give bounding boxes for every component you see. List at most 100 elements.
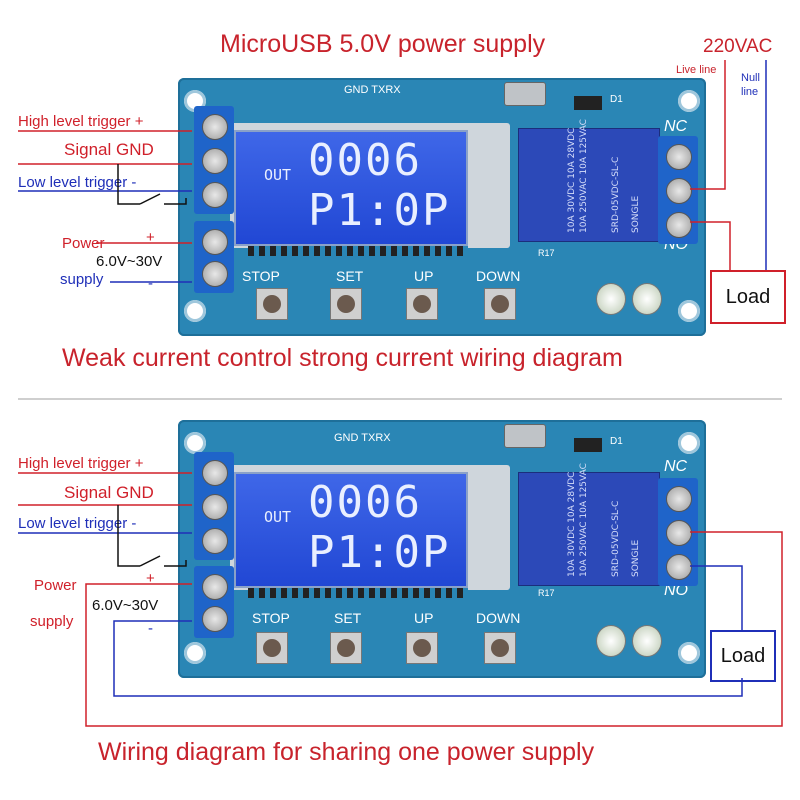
signal-gnd-label: Signal GND (64, 140, 154, 159)
lcd-display: OUT 0006 P1:0P (234, 130, 468, 246)
r17-label: R17 (538, 588, 555, 598)
module-board-bottom: GND TXRX D1 NC NO R17 OUT 0006 P1:0P SRD… (178, 420, 706, 678)
screw-signal-gnd (202, 494, 228, 520)
set-button (330, 288, 362, 320)
supply-label: supply (60, 271, 104, 288)
power-terminal-block (194, 566, 234, 638)
screw-power-minus (202, 606, 228, 632)
relay: SRD-05VDC-SL-C 10A 250VAC 10A 125VAC 10A… (518, 463, 660, 586)
capacitor (632, 625, 662, 657)
capacitor (596, 283, 626, 315)
low-trigger-label: Low level trigger - (18, 174, 137, 191)
signal-gnd-label: Signal GND (64, 483, 154, 502)
live-line-label: Live line (676, 64, 717, 76)
minus-label: - (148, 620, 153, 637)
r17-label: R17 (538, 248, 555, 258)
screw-no (666, 554, 692, 580)
capacitor (632, 283, 662, 315)
lcd-out-indicator: OUT (264, 166, 292, 184)
up-button (406, 288, 438, 320)
power-label: Power (34, 577, 77, 594)
mount-hole (678, 432, 700, 454)
signal-terminal-block (194, 452, 234, 560)
minus-label: - (148, 275, 153, 292)
plus-label: + (146, 570, 155, 587)
capacitor (596, 625, 626, 657)
lcd-pins (248, 246, 468, 256)
up-label: UP (414, 268, 434, 284)
d1-label: D1 (610, 94, 623, 105)
relay: SRD-05VDC-SL-C 10A 250VAC 10A 125VAC 10A… (518, 119, 660, 242)
set-label: SET (334, 610, 362, 626)
screw-no (666, 212, 692, 238)
screw-power-plus (202, 229, 228, 255)
stop-button (256, 288, 288, 320)
power-label: Power (62, 235, 105, 252)
bottom-wiring (18, 472, 783, 727)
power-terminal-block (194, 221, 234, 293)
module-board-top: GND TXRX D1 NC NO R17 OUT 0006 P1:0P SRD… (178, 78, 706, 336)
microusb-port (504, 82, 546, 106)
down-button (484, 632, 516, 664)
top-wiring (18, 60, 767, 283)
d1-label: D1 (610, 436, 623, 447)
nc-label: NC (664, 118, 688, 135)
lcd-mode: P1:0P (308, 527, 451, 578)
lcd-display: OUT 0006 P1:0P (234, 472, 468, 588)
down-label: DOWN (476, 268, 521, 284)
voltage-label: 6.0V~30V (96, 253, 163, 270)
low-trigger-label: Low level trigger - (18, 515, 137, 532)
mount-hole (184, 642, 206, 664)
relay-terminal-block (658, 136, 698, 244)
no-label: NO (664, 582, 688, 599)
up-label: UP (414, 610, 434, 626)
null-line-label-1: Null (741, 72, 760, 84)
nc-label: NC (664, 458, 688, 475)
mount-hole (184, 300, 206, 322)
screw-nc (666, 144, 692, 170)
stop-label: STOP (242, 268, 280, 284)
screw-com (666, 520, 692, 546)
panel-divider (18, 398, 782, 400)
signal-terminal-block (194, 106, 234, 214)
mount-hole (678, 642, 700, 664)
load-box-top: Load (710, 270, 786, 324)
screw-power-plus (202, 574, 228, 600)
microusb-port (504, 424, 546, 448)
top-title: MicroUSB 5.0V power supply (220, 30, 546, 58)
diode-d1 (574, 438, 602, 452)
set-button (330, 632, 362, 664)
high-trigger-label: High level trigger + (18, 113, 144, 130)
screw-high-trigger (202, 460, 228, 486)
lcd-pins (248, 588, 468, 598)
gnd-txrx-label: GND TXRX (344, 84, 401, 96)
screw-power-minus (202, 261, 228, 287)
supply-220vac-label: 220VAC (703, 36, 773, 57)
supply-label: supply (30, 613, 74, 630)
voltage-label: 6.0V~30V (92, 597, 159, 614)
up-button (406, 632, 438, 664)
screw-signal-gnd (202, 148, 228, 174)
screw-low-trigger (202, 528, 228, 554)
lcd-mode: P1:0P (308, 185, 451, 236)
screw-high-trigger (202, 114, 228, 140)
stop-button (256, 632, 288, 664)
gnd-txrx-label: GND TXRX (334, 432, 391, 444)
diode-d1 (574, 96, 602, 110)
bottom-caption: Wiring diagram for sharing one power sup… (98, 738, 595, 766)
mount-hole (678, 300, 700, 322)
stop-label: STOP (252, 610, 290, 626)
screw-nc (666, 486, 692, 512)
high-trigger-label: High level trigger + (18, 455, 144, 472)
mount-hole (184, 432, 206, 454)
lcd-value: 0006 (308, 135, 422, 186)
plus-label: + (146, 229, 155, 246)
top-caption: Weak current control strong current wiri… (62, 344, 623, 372)
relay-terminal-block (658, 478, 698, 586)
lcd-out-indicator: OUT (264, 508, 292, 526)
set-label: SET (336, 268, 364, 284)
screw-com (666, 178, 692, 204)
load-box-bottom: Load (710, 630, 776, 682)
lcd-value: 0006 (308, 477, 422, 528)
mount-hole (678, 90, 700, 112)
